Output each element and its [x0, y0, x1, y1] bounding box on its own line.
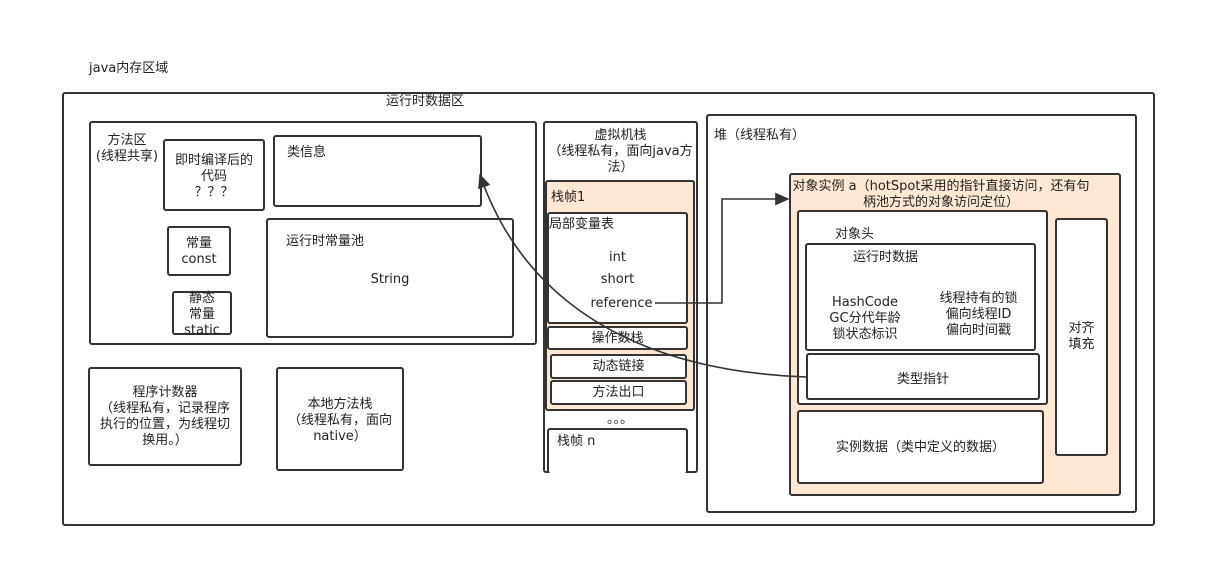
- static-label: 静态 常量 static: [184, 291, 220, 338]
- stack-frame-1-label: 栈帧1: [551, 190, 586, 205]
- var-short: short: [600, 272, 635, 287]
- type-pointer-label: 类型指针: [896, 372, 949, 387]
- native-method-stack: 本地方法栈 （线程私有，面向 native）: [276, 367, 404, 471]
- method-exit: 方法出口: [550, 380, 687, 405]
- native-stack-label: 本地方法栈 （线程私有，面向 native）: [287, 397, 392, 444]
- type-pointer: 类型指针: [806, 353, 1040, 400]
- runtime-data-left: HashCode GC分代年龄 锁状态标识: [829, 295, 901, 342]
- diagram-title: java内存区域: [89, 61, 169, 76]
- program-counter: 程序计数器 （线程私有，记录程序 执行的位置，为线程切 换用。）: [88, 367, 242, 466]
- const-box: 常量 const: [167, 226, 231, 276]
- heap-title: 堆（线程私有）: [714, 128, 806, 143]
- stack-frame-n-label: 栈帧 n: [557, 434, 596, 449]
- program-counter-label: 程序计数器 （线程私有，记录程序 执行的位置，为线程切 换用。）: [99, 385, 230, 448]
- instance-data: 实例数据（类中定义的数据）: [797, 410, 1044, 484]
- class-info-label: 类信息: [287, 145, 327, 160]
- method-area-title: 方法区 (线程共享): [95, 133, 159, 164]
- pool-value: String: [370, 272, 410, 287]
- class-info-box: 类信息: [273, 135, 482, 207]
- const-label: 常量 const: [181, 236, 217, 267]
- var-reference: reference: [590, 296, 653, 311]
- runtime-data-right: 线程持有的锁 偏向线程ID 偏向时间戳: [939, 291, 1018, 338]
- jit-code-label: 即时编译后的 代码 ？？？: [174, 153, 253, 200]
- padding-box: 对齐 填充: [1055, 218, 1108, 456]
- object-header-label: 对象头: [835, 227, 875, 242]
- local-var-table: 局部变量表 int short reference: [547, 212, 688, 324]
- instance-data-label: 实例数据（类中定义的数据）: [835, 440, 1005, 455]
- padding-label: 对齐 填充: [1068, 321, 1095, 352]
- runtime-pool-label: 运行时常量池: [286, 234, 365, 249]
- dynamic-linking-label: 动态链接: [592, 359, 645, 374]
- object-instance-label: 对象实例 a（hotSpot采用的指针直接访问，还有句 柄池方式的对象访问定位）: [792, 179, 1090, 210]
- local-var-title: 局部变量表: [549, 217, 615, 232]
- runtime-data: 运行时数据 HashCode GC分代年龄 锁状态标识 线程持有的锁 偏向线程I…: [805, 243, 1036, 351]
- runtime-data-label: 运行时数据: [853, 250, 919, 265]
- var-int: int: [609, 250, 626, 265]
- jit-code-box: 即时编译后的 代码 ？？？: [163, 139, 265, 211]
- ellipsis: 。。。: [606, 412, 633, 427]
- operand-stack: 操作数栈: [547, 326, 688, 350]
- operand-stack-label: 操作数栈: [591, 331, 644, 346]
- runtime-area-label: 运行时数据区: [386, 94, 465, 109]
- method-exit-label: 方法出口: [592, 385, 645, 400]
- stack-frame-n: 栈帧 n: [547, 428, 688, 473]
- dynamic-linking: 动态链接: [550, 354, 687, 379]
- static-box: 静态 常量 static: [172, 291, 232, 338]
- vm-stack-title: 虚拟机栈 （线程私有，面向java方 法）: [548, 128, 693, 175]
- runtime-constant-pool: 运行时常量池 String: [266, 218, 514, 338]
